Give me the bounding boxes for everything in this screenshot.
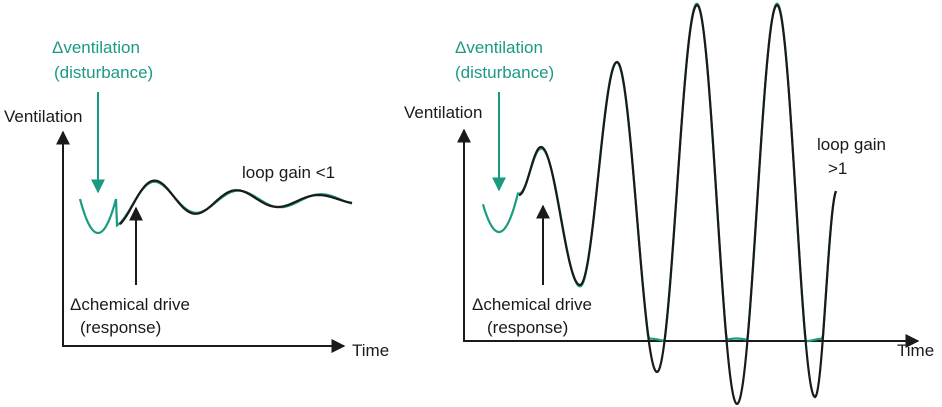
left-disturbance-label-line1: Δventilation <box>52 38 140 57</box>
right-loop-gain-label-line1: loop gain <box>817 135 886 154</box>
right-panel: Ventilation Time Δventilation (disturban… <box>404 2 934 406</box>
left-panel: Ventilation Time Δventilation (disturban… <box>4 38 389 360</box>
left-response-label-line1: Δchemical drive <box>70 295 190 314</box>
right-loop-gain-label-line2: >1 <box>828 159 847 178</box>
right-response-label-line2: (response) <box>487 318 568 337</box>
left-response-curve <box>119 179 353 225</box>
left-response-label-line2: (response) <box>80 318 161 337</box>
right-disturbance-label-line2: (disturbance) <box>455 63 554 82</box>
right-disturbance-label-line1: Δventilation <box>455 38 543 57</box>
left-disturbance-curve <box>78 180 353 235</box>
right-x-axis-label: Time <box>897 341 934 360</box>
left-x-axis-label: Time <box>352 341 389 360</box>
left-loop-gain-label: loop gain <1 <box>242 163 335 182</box>
left-y-axis-label: Ventilation <box>4 107 82 126</box>
right-response-label-line1: Δchemical drive <box>472 295 592 314</box>
right-y-axis-label: Ventilation <box>404 103 482 122</box>
right-response-curve <box>518 3 838 406</box>
left-disturbance-label-line2: (disturbance) <box>54 63 153 82</box>
